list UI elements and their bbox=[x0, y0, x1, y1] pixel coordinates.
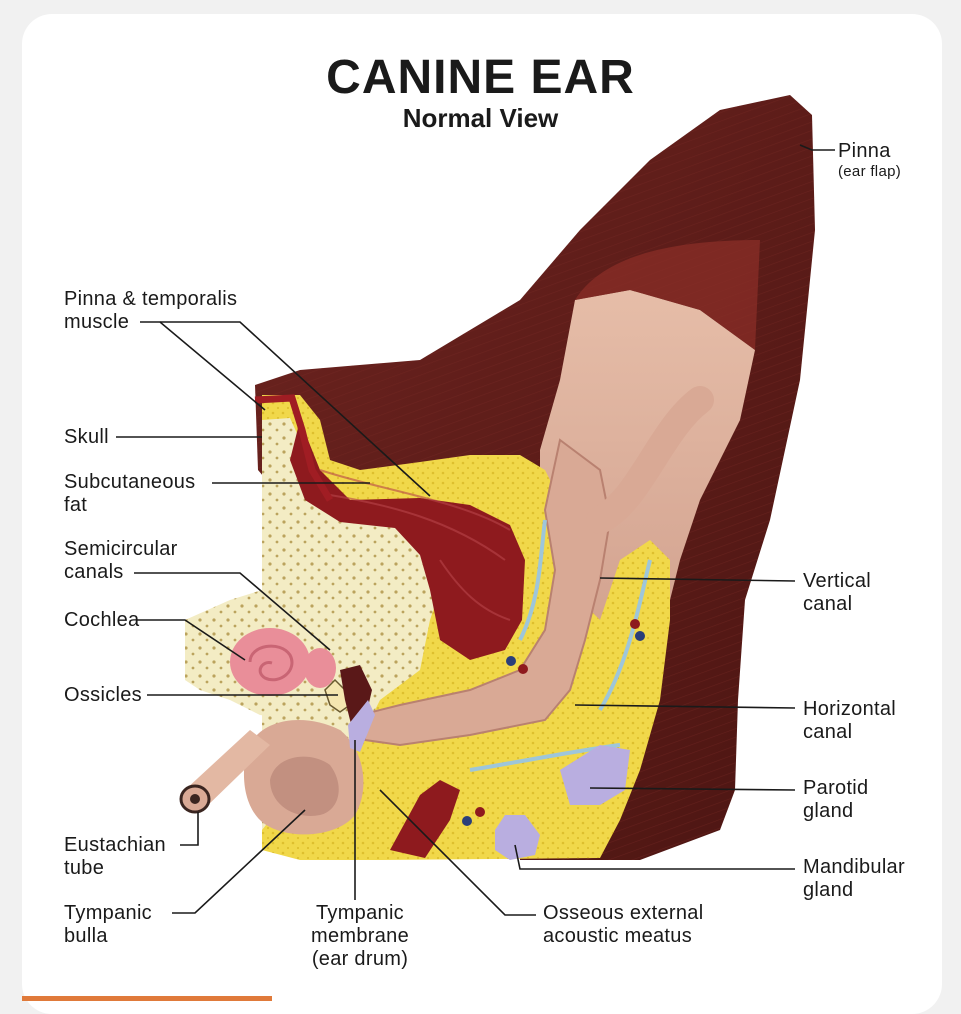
parotid-gland bbox=[560, 745, 630, 805]
label-tympanic-membrane: Tympanic membrane (ear drum) bbox=[311, 902, 409, 970]
label-skull: Skull bbox=[64, 426, 109, 448]
label-pinna-temporalis: Pinna & temporalis muscle bbox=[64, 288, 238, 333]
label-ossicles: Ossicles bbox=[64, 684, 142, 706]
leader-lines bbox=[116, 144, 835, 916]
diagram-subtitle: Normal View bbox=[402, 103, 559, 133]
label-mandibular-gland: Mandibular gland bbox=[803, 856, 905, 901]
label-semicircular-canals: Semicircular canals bbox=[64, 538, 178, 583]
diagram-title: CANINE EAR bbox=[326, 51, 635, 104]
label-subcutaneous-fat: Subcutaneous fat bbox=[64, 471, 196, 516]
label-horizontal-canal: Horizontal canal bbox=[803, 698, 897, 743]
temporalis-muscle bbox=[290, 420, 525, 660]
mandibular-gland bbox=[495, 815, 540, 860]
label-parotid-gland: Parotid gland bbox=[803, 777, 869, 822]
ear-canal bbox=[360, 440, 610, 745]
label-eustachian-tube: Eustachian tube bbox=[64, 834, 166, 879]
label-osseous-meatus: Osseous external acoustic meatus bbox=[543, 902, 704, 947]
label-vertical-canal: Vertical canal bbox=[803, 570, 871, 615]
tympanic-membrane-shape bbox=[348, 700, 375, 752]
label-cochlea: Cochlea bbox=[64, 609, 140, 631]
label-pinna: Pinna (ear flap) bbox=[838, 140, 902, 180]
eustachian-tube bbox=[185, 730, 270, 808]
label-tympanic-bulla: Tympanic bulla bbox=[64, 902, 152, 947]
cochlea-structure bbox=[230, 628, 336, 696]
accent-strip bbox=[22, 996, 272, 1001]
